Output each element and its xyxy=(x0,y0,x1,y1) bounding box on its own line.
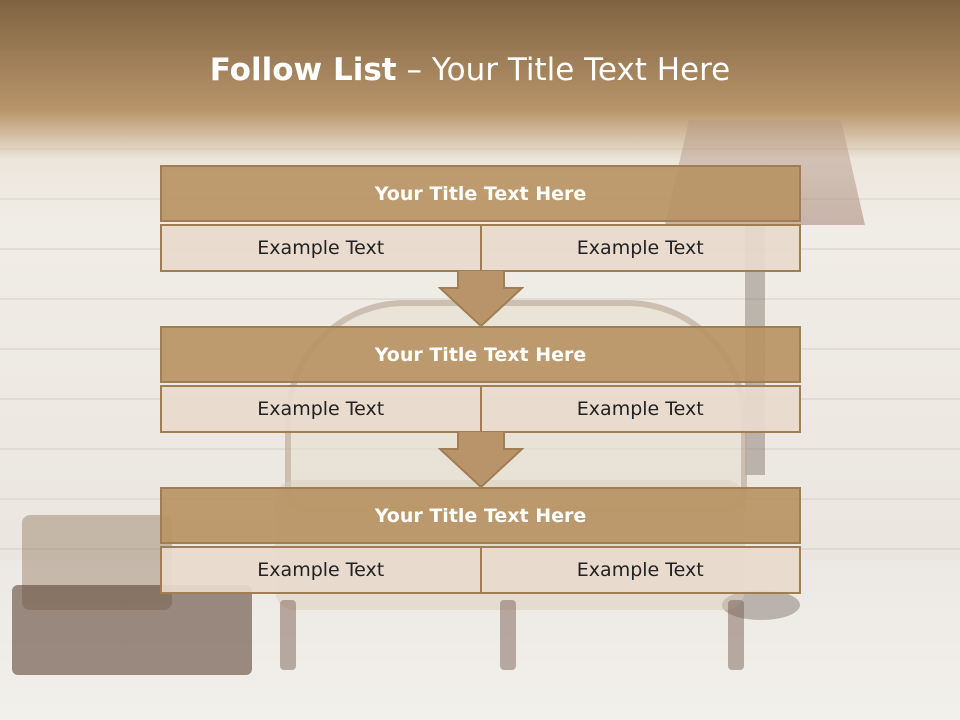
block-cell-right: Example Text xyxy=(481,385,801,433)
slide-title: Follow List – Your Title Text Here xyxy=(0,52,940,88)
sofa-leg-image xyxy=(280,600,296,670)
suitcase-image xyxy=(12,585,252,675)
block-row: Example Text Example Text xyxy=(160,224,801,272)
down-arrow-icon xyxy=(438,270,524,328)
block-cell-left: Example Text xyxy=(160,224,482,272)
block-row: Example Text Example Text xyxy=(160,546,801,594)
block-cell-left: Example Text xyxy=(160,546,482,594)
down-arrow-icon xyxy=(438,431,524,489)
block-heading: Your Title Text Here xyxy=(160,165,801,222)
sofa-leg-image xyxy=(728,600,744,670)
list-block-3: Your Title Text Here Example Text Exampl… xyxy=(160,487,801,594)
block-row: Example Text Example Text xyxy=(160,385,801,433)
slide-title-rest: – Your Title Text Here xyxy=(396,52,731,88)
list-block-1: Your Title Text Here Example Text Exampl… xyxy=(160,165,801,272)
slide-title-bold: Follow List xyxy=(209,52,397,88)
block-cell-left: Example Text xyxy=(160,385,482,433)
list-block-2: Your Title Text Here Example Text Exampl… xyxy=(160,326,801,433)
block-cell-right: Example Text xyxy=(481,546,801,594)
block-heading: Your Title Text Here xyxy=(160,326,801,383)
block-heading: Your Title Text Here xyxy=(160,487,801,544)
block-cell-right: Example Text xyxy=(481,224,801,272)
sofa-leg-image xyxy=(500,600,516,670)
